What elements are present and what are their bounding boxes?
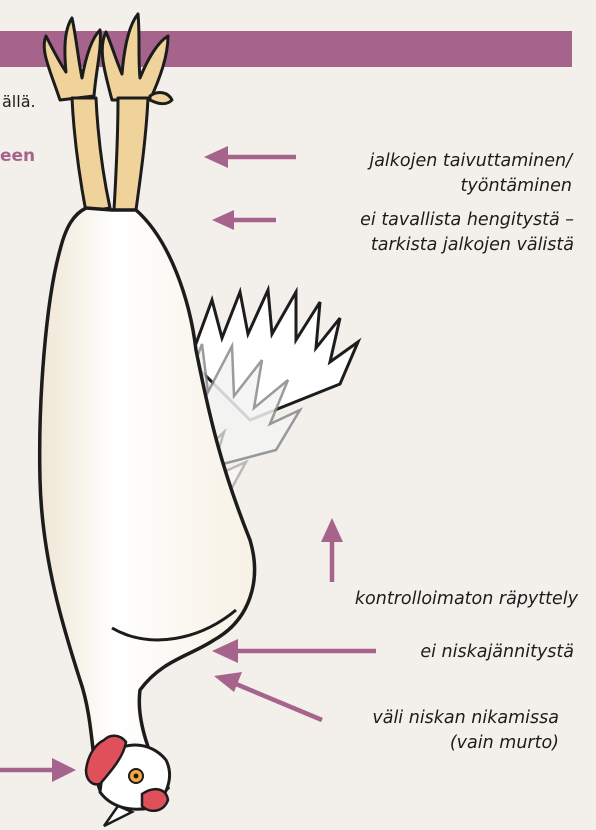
beak bbox=[104, 806, 132, 826]
annotation-line: väli niskan nikamissa bbox=[372, 706, 559, 731]
arrow-head bbox=[0, 758, 76, 782]
chicken-head bbox=[86, 736, 169, 826]
annotation-line: työntäminen bbox=[369, 174, 572, 199]
annotation-line: ei tavallista hengitystä – bbox=[360, 208, 574, 233]
annotation-line: tarkista jalkojen välistä bbox=[360, 233, 574, 258]
legs bbox=[72, 98, 148, 212]
arrow-flapping bbox=[321, 518, 343, 582]
arrow-legs bbox=[204, 146, 296, 168]
feet bbox=[44, 14, 172, 104]
wattle bbox=[142, 789, 168, 811]
annotation-line: (vain murto) bbox=[372, 731, 559, 756]
arrow-gap bbox=[214, 672, 322, 720]
annotation-breathing: ei tavallista hengitystä – tarkista jalk… bbox=[360, 208, 574, 258]
arrow-breathing bbox=[212, 210, 276, 230]
annotation-leg-movement: jalkojen taivuttaminen/ työntäminen bbox=[369, 149, 572, 199]
annotation-neck-tension: ei niskajännitystä bbox=[420, 640, 574, 665]
annotation-flapping: kontrolloimaton räpyttely bbox=[355, 587, 578, 612]
chicken-body bbox=[40, 208, 255, 801]
arrow-neck bbox=[212, 639, 376, 663]
annotation-line: jalkojen taivuttaminen/ bbox=[369, 149, 572, 174]
annotation-vertebrae-gap: väli niskan nikamissa (vain murto) bbox=[372, 706, 559, 756]
